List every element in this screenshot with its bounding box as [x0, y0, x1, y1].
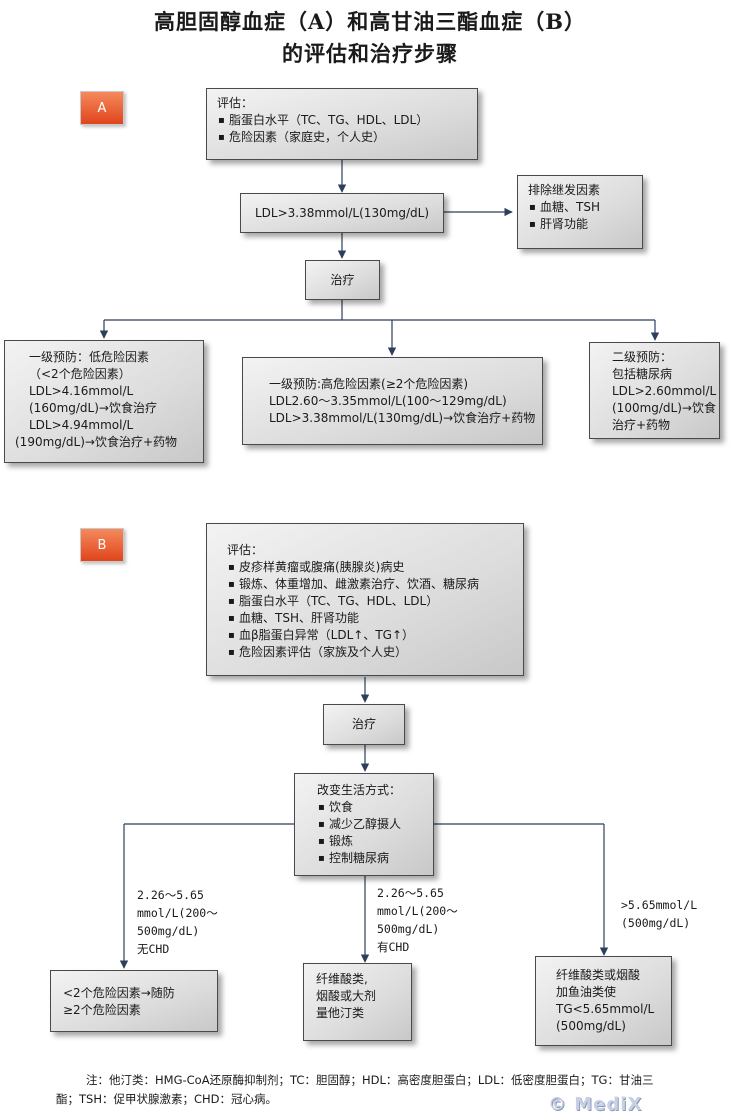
b-branch-label-right: >5.65mmol/L (500mg/dL) — [621, 896, 697, 932]
b-outcome-left-box: <2个危险因素→随防 ≥2个危险因素 — [50, 970, 218, 1032]
b-branch-label-left: 2.26～5.65 mmol/L(200～ 500mg/dL) 无CHD — [137, 886, 218, 958]
b-outcome-mid-line: 烟酸或大剂 — [316, 989, 377, 1003]
b-assessment-item: 血β脂蛋白异常（LDL↑、TG↑） — [227, 627, 513, 644]
a-exclude-item: 肝肾功能 — [528, 216, 632, 233]
a-assessment-item: 脂蛋白水平（TC、TG、HDL、LDL） — [217, 112, 467, 129]
b-branch-label-left-line: 500mg/dL) — [137, 924, 200, 938]
b-lifestyle-item: 饮食 — [317, 799, 423, 816]
b-branch-label-mid-line: mmol/L(200～ — [377, 904, 458, 918]
b-branch-label-mid-line: 有CHD — [377, 940, 410, 954]
a-low-risk-line: (190mg/dL)→饮食治疗+药物 — [15, 435, 178, 449]
section-a-tag: A — [80, 91, 124, 125]
a-secondary-line: 包括糖尿病 — [612, 367, 673, 381]
b-outcome-mid-line: 纤维酸类, — [316, 972, 368, 986]
a-high-risk-line: 一级预防:高危险因素(≥2个危险因素) — [269, 377, 469, 391]
footnote: 注：他汀类：HMG-CoA还原酶抑制剂；TC：胆固醇；HDL：高密度胆蛋白；LD… — [56, 1073, 654, 1106]
a-low-risk-line: LDL>4.94mmol/L — [29, 418, 134, 432]
b-branch-label-left-line: 无CHD — [137, 942, 170, 956]
a-low-risk-line: LDL>4.16mmol/L — [29, 384, 134, 398]
b-outcome-mid-box: 纤维酸类, 烟酸或大剂 量他汀类 — [303, 963, 412, 1041]
b-lifestyle-heading: 改变生活方式： — [317, 783, 402, 797]
a-secondary-prevention-box: 二级预防： 包括糖尿病 LDL>2.60mmol/L (100mg/dL)→饮食… — [589, 342, 720, 439]
b-outcome-right-box: 纤维酸类或烟酸 加鱼油类使 TG<5.65mmol/L (500mg/dL) — [535, 956, 672, 1046]
a-assessment-item: 危险因素（家庭史，个人史） — [217, 129, 467, 146]
b-outcome-right-line: TG<5.65mmol/L — [556, 1002, 655, 1016]
a-ldl-threshold-box: LDL>3.38mmol/L(130mg/dL) — [240, 193, 444, 233]
diagram-title-line1: 高胆固醇血症（A）和高甘油三酯血症（B） — [153, 9, 587, 34]
b-lifestyle-item: 控制糖尿病 — [317, 850, 423, 867]
b-branch-label-left-line: mmol/L(200～ — [137, 906, 218, 920]
b-lifestyle-box: 改变生活方式： 饮食 减少乙醇摄人 锻炼 控制糖尿病 — [294, 773, 434, 876]
b-outcome-left-line: <2个危险因素→随防 — [63, 986, 175, 1000]
a-treatment-text: 治疗 — [330, 272, 355, 287]
b-branch-label-mid: 2.26～5.65 mmol/L(200～ 500mg/dL) 有CHD — [377, 884, 458, 956]
b-branch-label-right-line: (500mg/dL) — [621, 916, 691, 930]
b-branch-label-right-line: >5.65mmol/L — [621, 898, 698, 912]
a-secondary-line: 二级预防： — [612, 350, 673, 364]
a-exclude-heading: 排除继发因素 — [528, 183, 601, 197]
b-assessment-box: 评估： 皮疹样黄瘤或腹痛(胰腺炎)病史 锻炼、体重增加、雌激素治疗、饮酒、糖尿病… — [206, 523, 524, 676]
diagram-title-line2: 的评估和治疗步骤 — [282, 41, 458, 66]
b-lifestyle-item: 减少乙醇摄人 — [317, 816, 423, 833]
a-treatment-box: 治疗 — [305, 260, 380, 300]
a-low-risk-box: 一级预防：低危险因素 （<2个危险因素） LDL>4.16mmol/L (160… — [4, 340, 204, 463]
b-outcome-left-line: ≥2个危险因素 — [63, 1003, 141, 1017]
a-exclude-item: 血糖、TSH — [528, 199, 632, 216]
b-treatment-box: 治疗 — [323, 704, 405, 745]
b-assessment-item: 脂蛋白水平（TC、TG、HDL、LDL） — [227, 593, 513, 610]
a-low-risk-line: (160mg/dL)→饮食治疗 — [29, 401, 157, 415]
b-branch-label-left-line: 2.26～5.65 — [137, 888, 204, 902]
a-high-risk-line: LDL2.60～3.35mmol/L(100～129mg/dL) — [269, 394, 507, 408]
b-outcome-mid-line: 量他汀类 — [316, 1006, 365, 1020]
b-branch-label-mid-line: 500mg/dL) — [377, 922, 440, 936]
b-assessment-item: 危险因素评估（家族及个人史） — [227, 644, 513, 661]
section-b-tag: B — [80, 528, 124, 562]
b-outcome-right-line: 加鱼油类使 — [556, 985, 617, 999]
a-secondary-line: 治疗+药物 — [612, 418, 671, 432]
medix-watermark: © MediX — [548, 1094, 643, 1115]
b-outcome-right-line: 纤维酸类或烟酸 — [556, 968, 641, 982]
b-assessment-item: 锻炼、体重增加、雌激素治疗、饮酒、糖尿病 — [227, 576, 513, 593]
b-outcome-right-line: (500mg/dL) — [556, 1019, 626, 1033]
a-assessment-box: 评估： 脂蛋白水平（TC、TG、HDL、LDL） 危险因素（家庭史，个人史） — [206, 88, 478, 160]
b-assessment-item: 皮疹样黄瘤或腹痛(胰腺炎)病史 — [227, 559, 513, 576]
b-assessment-heading: 评估： — [227, 543, 264, 557]
a-assessment-heading: 评估： — [217, 96, 254, 110]
b-branch-label-mid-line: 2.26～5.65 — [377, 886, 444, 900]
a-low-risk-line: 一级预防：低危险因素 — [29, 350, 150, 364]
a-ldl-threshold-text: LDL>3.38mmol/L(130mg/dL) — [254, 205, 430, 220]
b-lifestyle-item: 锻炼 — [317, 833, 423, 850]
a-high-risk-line: LDL>3.38mmol/L(130mg/dL)→饮食治疗+药物 — [269, 411, 536, 425]
a-low-risk-line: （<2个危险因素） — [29, 367, 131, 381]
a-exclude-secondary-box: 排除继发因素 血糖、TSH 肝肾功能 — [517, 175, 643, 249]
a-high-risk-box: 一级预防:高危险因素(≥2个危险因素) LDL2.60～3.35mmol/L(1… — [242, 357, 543, 445]
b-treatment-text: 治疗 — [351, 717, 376, 731]
b-assessment-item: 血糖、TSH、肝肾功能 — [227, 610, 513, 627]
a-secondary-line: (100mg/dL)→饮食 — [612, 401, 716, 415]
a-secondary-line: LDL>2.60mmol/L — [612, 384, 717, 398]
